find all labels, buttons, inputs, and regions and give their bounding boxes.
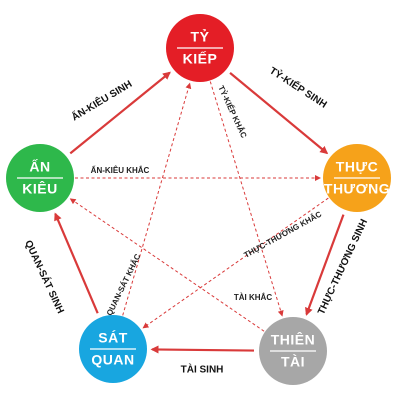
node-label-top-sat-quan: SÁT <box>98 330 128 346</box>
node-label-bottom-ty-kiep: KIẾP <box>183 51 218 67</box>
overcoming-label-sat-quan-to-ty-kiep: QUAN-SÁT KHẮC <box>105 252 143 317</box>
node-label-top-thien-tai: THIÊN <box>271 331 316 348</box>
node-label-bottom-an-kieu: KIÊU <box>22 180 57 197</box>
node-label-bottom-thuc-thuong: THƯƠNG <box>324 181 390 197</box>
generating-arrow-thuc-thuong-to-thien-tai <box>305 214 345 316</box>
generating-arrow-ty-kiep-to-thuc-thuong <box>229 72 329 155</box>
node-label-top-thuc-thuong: THỰC <box>336 159 378 175</box>
overcoming-arrow-sat-quan-to-ty-kiep <box>122 82 192 316</box>
generating-label-sat-quan-to-an-kieu: QUAN-SÁT SINH <box>22 238 67 316</box>
generating-arrow-thien-tai-to-sat-quan <box>150 345 255 354</box>
node-label-bottom-thien-tai: TÀI <box>281 354 305 370</box>
overcoming-arrow-ty-kiep-to-thien-tai <box>209 81 284 317</box>
generating-arrow-an-kieu-to-ty-kiep <box>69 71 171 155</box>
generating-arrow-sat-quan-to-an-kieu <box>54 212 99 314</box>
overcoming-label-thien-tai-to-an-kieu: TÀI KHẮC <box>234 293 272 302</box>
node-sat-quan: SÁT QUAN <box>79 315 147 383</box>
overcoming-arrow-thuc-thuong-to-sat-quan <box>142 197 329 329</box>
generating-arrows-layer <box>54 71 345 354</box>
node-thien-tai: THIÊN TÀI <box>259 317 327 385</box>
overcoming-arrow-thien-tai-to-an-kieu <box>69 198 265 332</box>
node-label-bottom-sat-quan: QUAN <box>91 352 134 368</box>
generating-label-an-kieu-to-ty-kiep: ẤN-KIÊU SINH <box>69 77 134 123</box>
generating-label-ty-kiep-to-thuc-thuong: TỶ-KIẾP SINH <box>267 64 329 111</box>
element-nodes-layer: TỶ KIẾP THỰC THƯƠNG THIÊN TÀI SÁT QUAN ẤN KIÊU <box>6 14 391 385</box>
overcoming-label-an-kieu-to-thuc-thuong: ẤN-KIÊU KHẮC <box>91 165 150 175</box>
node-thuc-thuong: THỰC THƯƠNG <box>323 144 391 212</box>
node-an-kieu: ẤN KIÊU <box>6 144 74 212</box>
node-label-top-ty-kiep: TỶ <box>191 29 210 45</box>
overcoming-label-thuc-thuong-to-sat-quan: THỰC-THƯƠNG KHẮC <box>242 209 323 259</box>
node-ty-kiep: TỶ KIẾP <box>166 14 234 82</box>
overcoming-arrows-layer <box>69 81 329 332</box>
node-label-top-an-kieu: ẤN <box>29 159 50 175</box>
overcoming-label-ty-kiep-to-thien-tai: TỶ-KIẾP KHẮC <box>216 84 249 140</box>
generating-label-thien-tai-to-sat-quan: TÀI SINH <box>181 363 224 376</box>
